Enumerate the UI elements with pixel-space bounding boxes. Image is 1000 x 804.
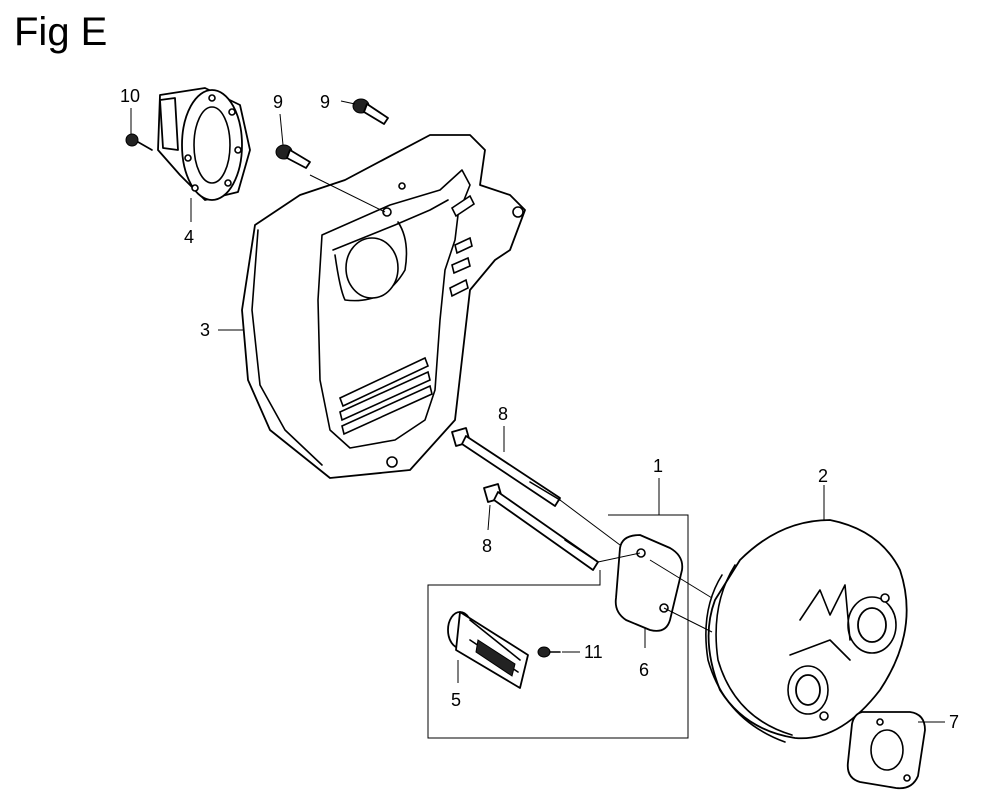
callout-2: 2: [818, 466, 828, 486]
muffler-protector-part-3: [241, 134, 526, 479]
callout-1: 1: [653, 456, 663, 476]
callout-10: 10: [120, 86, 140, 106]
bolt-part-9-right: [352, 98, 389, 125]
screw-part-11: [537, 646, 561, 658]
bolt-part-9-left: [275, 144, 311, 169]
cover-plate-part-6: [614, 534, 684, 632]
callout-4: 4: [184, 227, 194, 247]
callout-7: 7: [949, 712, 959, 732]
callout-5: 5: [451, 690, 461, 710]
callout-6: 6: [639, 660, 649, 680]
leader-lines: [130, 100, 945, 723]
callout-9-right: 9: [320, 92, 330, 112]
pipe-protector-part-4: [157, 87, 251, 201]
muffler-part-2: [705, 519, 908, 743]
gasket-part-7: [846, 711, 926, 790]
callout-8-upper: 8: [498, 404, 508, 424]
bolt-part-8-upper: [451, 427, 561, 507]
spark-arrester-part-5: [447, 611, 529, 689]
callout-3: 3: [200, 320, 210, 340]
assembly-bracket-part-1: [427, 514, 689, 739]
screw-part-10: [125, 133, 153, 151]
figure-title: Fig E: [14, 10, 108, 54]
callout-8-lower: 8: [482, 536, 492, 556]
bolt-part-8-lower: [483, 483, 599, 571]
callout-9-left: 9: [273, 92, 283, 112]
callout-11: 11: [584, 642, 603, 662]
